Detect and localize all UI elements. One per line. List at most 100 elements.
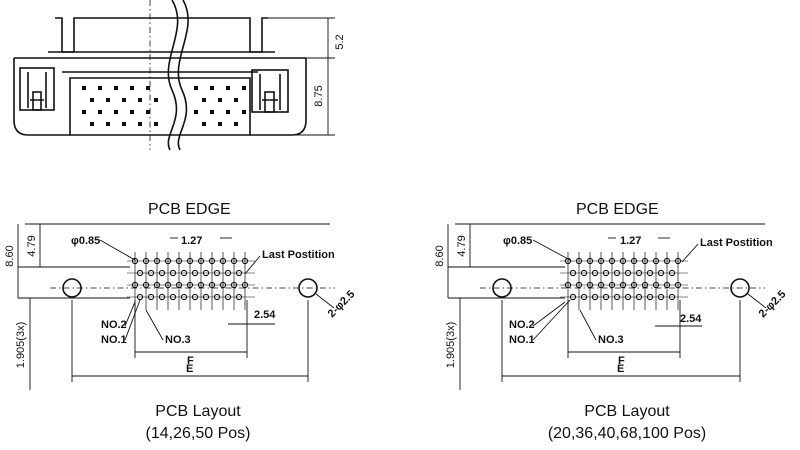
contact-dot xyxy=(226,110,230,114)
contact-dots xyxy=(82,86,246,126)
pin-hole xyxy=(230,257,238,265)
pin-hole xyxy=(569,269,577,277)
pin-hole xyxy=(180,269,188,277)
contact-dot xyxy=(194,110,198,114)
contact-dot xyxy=(202,122,206,126)
pin-hole xyxy=(580,293,588,301)
pin-hole xyxy=(608,257,616,265)
pin-hole xyxy=(564,281,572,289)
pin-hole xyxy=(630,281,638,289)
no2-label: NO.2 xyxy=(509,319,535,331)
mount-holes-label: 2-φ2.5 xyxy=(326,288,358,320)
break-line xyxy=(167,0,179,151)
pin-hole xyxy=(575,257,583,265)
pin-hole xyxy=(597,257,605,265)
layout-title: PCB Layout xyxy=(155,403,241,420)
pin-hole xyxy=(624,293,632,301)
pin-grid xyxy=(127,252,255,310)
dim-e: E xyxy=(617,363,624,375)
pin-hole xyxy=(591,293,599,301)
dim-total: 8.60 xyxy=(4,245,16,266)
contact-dot xyxy=(146,86,150,90)
pin-hole xyxy=(657,293,665,301)
contact-dot xyxy=(98,110,102,114)
last-position-label: Last Postition xyxy=(262,249,335,261)
pin-hole xyxy=(208,281,216,289)
contact-dot xyxy=(130,110,134,114)
pin-hole xyxy=(613,293,621,301)
pin-hole xyxy=(569,293,577,301)
contact-dot xyxy=(146,110,150,114)
no1-label: NO.1 xyxy=(509,334,535,346)
pcb-edge-label: PCB EDGE xyxy=(576,201,659,218)
pin-hole xyxy=(668,269,676,277)
pin-hole xyxy=(153,281,161,289)
pin-hole xyxy=(652,257,660,265)
no3-label: NO.3 xyxy=(165,334,191,346)
pin-hole xyxy=(230,281,238,289)
contact-dot xyxy=(194,86,198,90)
layout-subtitle: (14,26,50 Pos) xyxy=(146,425,251,442)
pin-hole xyxy=(575,281,583,289)
pcb-layout-right: PCB EDGE 8.60 4.79 1.905(3x) φ0.85 1.27 … xyxy=(434,201,788,442)
contact-dot xyxy=(90,98,94,102)
pin-hole xyxy=(169,293,177,301)
last-position-label: Last Postition xyxy=(700,237,773,249)
pin-grid xyxy=(560,252,688,310)
pin-hole xyxy=(630,257,638,265)
pin-hole xyxy=(202,269,210,277)
pin-hole xyxy=(663,257,671,265)
pin-hole xyxy=(186,281,194,289)
pcb-layout-left: PCB EDGE 8.60 4.79 1.905(3x) φ0.85 1.27 … xyxy=(4,201,357,442)
pin-hole xyxy=(657,269,665,277)
contact-dot xyxy=(106,98,110,102)
pin-hole xyxy=(197,281,205,289)
contact-dot xyxy=(202,98,206,102)
pin-hole xyxy=(136,269,144,277)
pin-hole xyxy=(641,281,649,289)
dim-f: F xyxy=(618,355,625,367)
contact-dot xyxy=(130,86,134,90)
pin-hole xyxy=(213,293,221,301)
dim-vertical-pitch: 1.905(3x) xyxy=(445,322,457,368)
pin-hole xyxy=(158,293,166,301)
pin-hole xyxy=(197,257,205,265)
pin-hole xyxy=(153,257,161,265)
dim-offset: 4.79 xyxy=(456,235,468,256)
pin-hole xyxy=(241,257,249,265)
pin-hole xyxy=(641,257,649,265)
pin-hole xyxy=(186,257,194,265)
contact-dot xyxy=(154,98,158,102)
no2-label: NO.2 xyxy=(101,319,127,331)
pin-hole xyxy=(602,269,610,277)
contact-dot xyxy=(90,122,94,126)
contact-dot xyxy=(242,110,246,114)
contact-dot xyxy=(234,122,238,126)
pin-hole xyxy=(613,269,621,277)
pin-hole xyxy=(235,293,243,301)
pin-hole xyxy=(602,293,610,301)
pin-hole xyxy=(580,269,588,277)
pin-hole xyxy=(624,269,632,277)
pin-hole xyxy=(564,257,572,265)
pin-hole xyxy=(591,269,599,277)
pin-hole xyxy=(224,269,232,277)
dim-e: E xyxy=(186,363,193,375)
contact-dot xyxy=(242,86,246,90)
pin-hole xyxy=(136,293,144,301)
contact-dot xyxy=(122,98,126,102)
pin-hole xyxy=(131,257,139,265)
pin-hole xyxy=(586,281,594,289)
row-pitch-label: 2.54 xyxy=(254,309,276,321)
contact-dot xyxy=(138,122,142,126)
contact-dot xyxy=(210,110,214,114)
dim-vertical-pitch: 1.905(3x) xyxy=(15,322,27,368)
pin-hole xyxy=(147,293,155,301)
pin-hole xyxy=(158,269,166,277)
layout-title: PCB Layout xyxy=(584,403,670,420)
no3-label: NO.3 xyxy=(598,334,624,346)
pin-hole xyxy=(147,269,155,277)
pin-hole xyxy=(674,281,682,289)
pin-hole xyxy=(180,293,188,301)
row-pitch-label: 2.54 xyxy=(680,313,702,325)
